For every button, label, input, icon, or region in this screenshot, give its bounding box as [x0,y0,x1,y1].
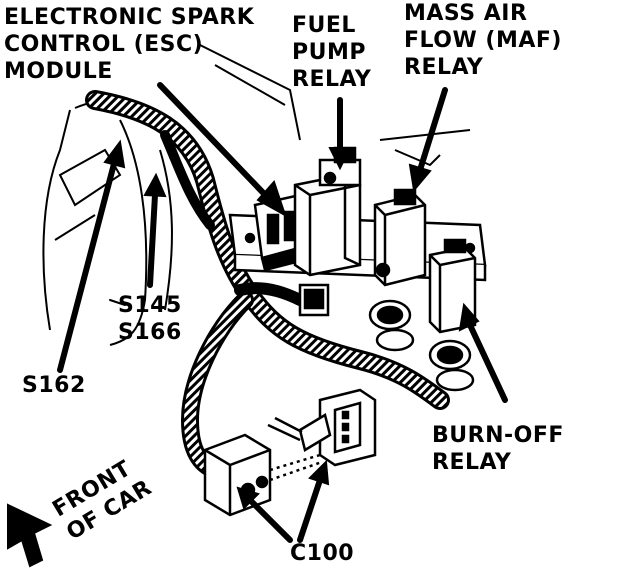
arrow-s162 [57,157,118,373]
s145-text: S145 [118,293,182,318]
s162-label: S162 [22,372,86,399]
fuel-pump-relay [293,146,362,317]
arrow-esc [157,82,273,203]
maf-relay-label: MASS AIR FLOW (MAF) RELAY [404,0,562,81]
s166-text: S166 [118,320,182,345]
c100-connector [203,388,377,517]
maf-label-line-3: RELAY [404,55,484,80]
fuel-label-line-3: RELAY [292,67,372,92]
arrow-c100 [247,497,293,543]
fuel-label-line-1: FUEL [292,13,356,38]
burn-off-line-1: BURN-OFF [432,423,564,448]
esc-label-line-2: CONTROL (ESC) [4,32,204,57]
maf-label-line-2: FLOW (MAF) [404,28,562,53]
esc-module-label: ELECTRONIC SPARK CONTROL (ESC) MODULE [4,4,254,85]
s145-label: S145 S166 [118,292,182,346]
c100-label: C100 [290,540,354,567]
front-of-car-arrow [7,503,53,568]
arrow-maf [417,87,448,173]
wiring-harness [85,90,450,479]
esc-label-line-1: ELECTRONIC SPARK [4,5,255,30]
maf-label-line-1: MASS AIR [404,1,528,26]
fuel-label-line-2: PUMP [292,40,367,65]
arrow-c100-b [297,477,323,543]
arrow-burn-off [467,322,508,403]
leader-arrows [57,82,508,543]
fuel-pump-relay-label: FUEL PUMP RELAY [292,12,371,93]
c100-text: C100 [290,541,355,566]
esc-label-line-3: MODULE [4,59,113,84]
burn-off-line-2: RELAY [432,450,512,475]
burn-off-relay-label: BURN-OFF RELAY [432,422,564,476]
maf-relay [368,188,427,352]
s162-text: S162 [22,373,86,398]
arrow-s145 [147,192,158,288]
